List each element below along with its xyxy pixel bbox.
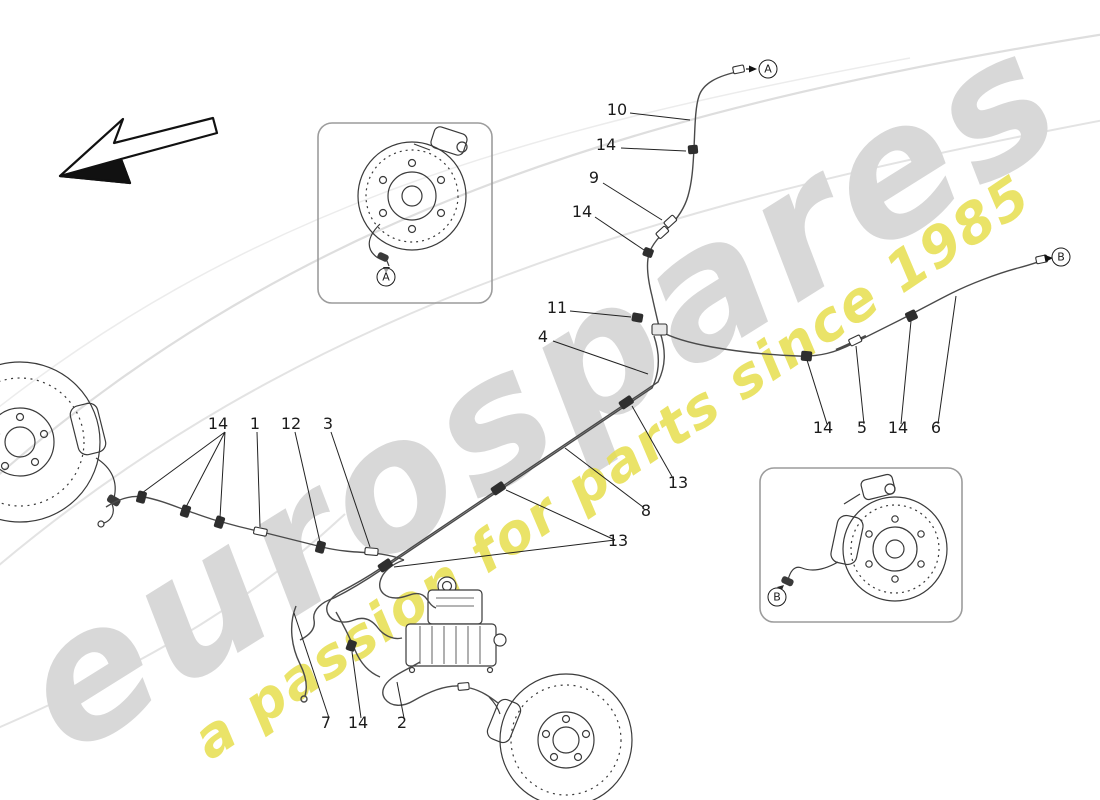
callout-12[interactable]: 12 bbox=[280, 414, 302, 433]
callout-5[interactable]: 5 bbox=[856, 418, 868, 437]
callout-14[interactable]: 14 bbox=[571, 202, 593, 221]
front-right-brake-assembly bbox=[486, 673, 633, 800]
pipe-2 bbox=[382, 661, 461, 706]
callout-11[interactable]: 11 bbox=[546, 298, 568, 317]
callout-10[interactable]: 10 bbox=[606, 100, 628, 119]
brake-pipes bbox=[105, 70, 1045, 706]
callout-14[interactable]: 14 bbox=[887, 418, 909, 437]
callout-1[interactable]: 1 bbox=[249, 414, 261, 433]
callout-2[interactable]: 2 bbox=[396, 713, 408, 732]
callout-6[interactable]: 6 bbox=[930, 418, 942, 437]
callout-8[interactable]: 8 bbox=[640, 501, 652, 520]
pipe-10 bbox=[646, 70, 742, 332]
leader-lines bbox=[141, 112, 957, 719]
connector-A: A bbox=[376, 267, 396, 287]
pipe-down-right bbox=[335, 611, 381, 678]
callout-13[interactable]: 13 bbox=[667, 473, 689, 492]
rear-left-brake-assembly bbox=[357, 126, 468, 273]
inset-box-rear-left bbox=[317, 122, 493, 304]
callout-14[interactable]: 14 bbox=[207, 414, 229, 433]
callout-9[interactable]: 9 bbox=[588, 168, 600, 187]
direction-arrow-icon bbox=[58, 116, 219, 185]
pipe-clips bbox=[136, 144, 918, 652]
callout-4[interactable]: 4 bbox=[537, 327, 549, 346]
callout-14[interactable]: 14 bbox=[595, 135, 617, 154]
connector-arrows bbox=[746, 65, 1053, 262]
callout-7[interactable]: 7 bbox=[320, 713, 332, 732]
inset-box-rear-right bbox=[759, 467, 963, 623]
pipe-fittings bbox=[253, 64, 1048, 691]
pipe-cluster-3 bbox=[299, 597, 335, 641]
rear-right-brake-assembly bbox=[777, 473, 948, 602]
pipe-7 bbox=[290, 605, 308, 697]
brake-unit bbox=[405, 576, 507, 674]
callout-14[interactable]: 14 bbox=[812, 418, 834, 437]
connector-B: B bbox=[767, 587, 787, 607]
pipe-to-b bbox=[659, 259, 1045, 357]
connector-A: A bbox=[758, 59, 778, 79]
connector-B: B bbox=[1051, 247, 1071, 267]
front-left-brake-assembly bbox=[0, 361, 121, 528]
pipe-cluster-2 bbox=[326, 591, 403, 640]
pipe-cluster-1 bbox=[379, 559, 437, 609]
callout-3[interactable]: 3 bbox=[322, 414, 334, 433]
callout-13[interactable]: 13 bbox=[607, 531, 629, 550]
hose-bottom bbox=[469, 687, 499, 704]
callout-14[interactable]: 14 bbox=[347, 713, 369, 732]
